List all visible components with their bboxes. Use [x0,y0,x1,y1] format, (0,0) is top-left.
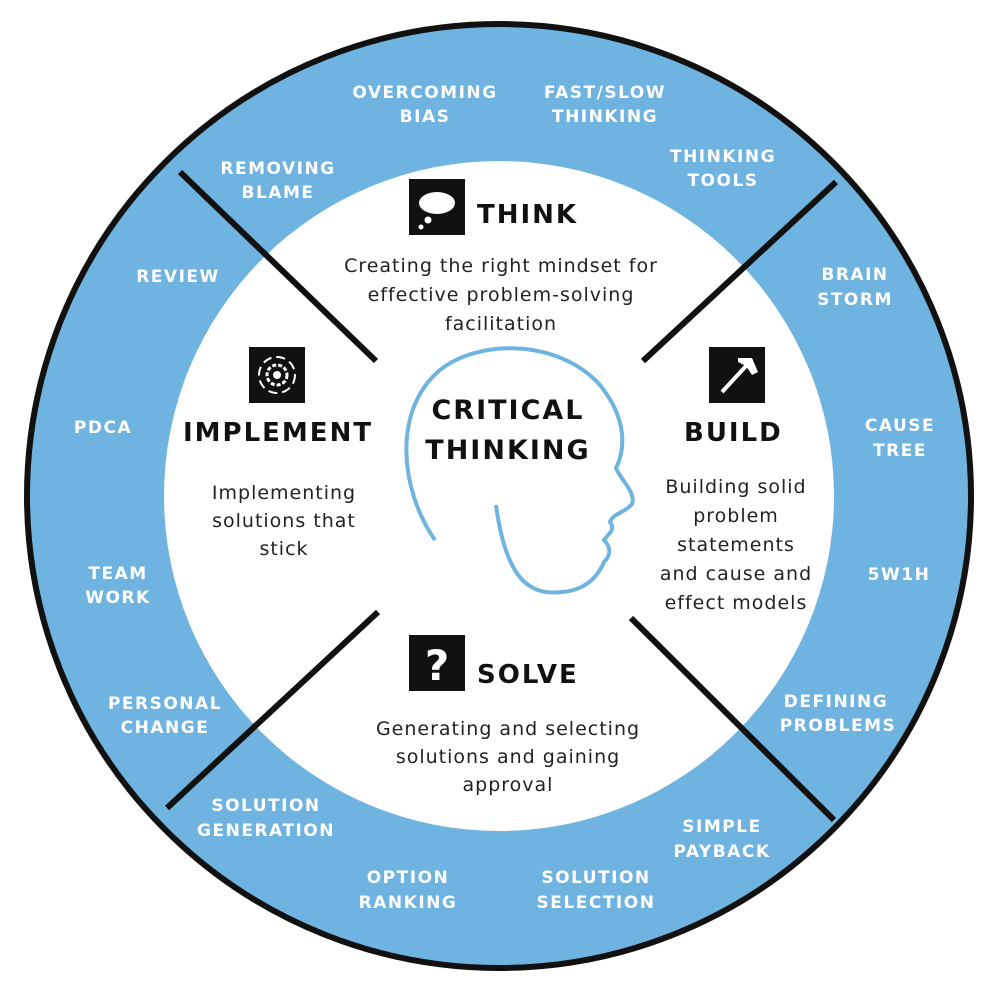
ring-item-removing-blame-line-1: REMOVING [220,159,335,179]
dividers [164,169,839,823]
build-desc-line-1: Building solid [665,476,806,498]
ring-item-solution-generation-line-1: SOLUTION [211,796,320,816]
implement-desc-line-3: stick [259,538,308,560]
ring-item-fast-slow-thinking-line-2: THINKING [552,107,658,127]
ring-item-thinking-tools-line-1: THINKING [670,147,776,167]
build-desc-line-3: statements [677,534,795,556]
implement-desc-line-1: Implementing [212,482,356,504]
divider-top-right [640,179,839,364]
inner-disc [164,161,834,831]
cycle-gear-icon [249,347,305,403]
center-title-line-2: THINKING [425,435,590,466]
svg-text:?: ? [425,641,449,690]
ring-item-cause-tree-line-1: CAUSE [865,416,935,436]
question-mark-icon: ? [409,635,465,691]
ring-item-brain-storm-line-2: STORM [817,290,893,310]
implement-desc-line-2: solutions that [212,510,356,532]
thought-bubble-icon [409,179,465,235]
solve-desc-line-1: Generating and selecting [376,718,640,740]
solve-title: SOLVE [477,660,579,690]
ring-item-solution-selection-line-1: SOLUTION [541,868,650,888]
center-title-line-1: CRITICAL [431,395,584,426]
ring-item-simple-payback-line-1: SIMPLE [682,817,761,837]
ring-item-fast-slow-thinking-line-1: FAST/SLOW [544,83,666,103]
ring-item-team-work-line-2: WORK [85,588,150,608]
ring-item-solution-selection-line-2: SELECTION [537,893,656,913]
ring-item-brain-storm-line-1: BRAIN [821,265,888,285]
ring-item-overcoming-bias-line-2: BIAS [400,107,451,127]
think-desc-line-1: Creating the right mindset for [344,255,658,277]
implement-section: IMPLEMENT Implementing solutions that st… [183,347,373,560]
think-title: THINK [477,200,578,230]
ring-item-thinking-tools-line-2: TOOLS [687,171,758,191]
solve-section: ? SOLVE Generating and selecting solutio… [376,635,640,796]
implement-title: IMPLEMENT [183,418,373,448]
solve-desc-line-2: solutions and gaining [396,746,620,768]
think-desc-line-2: effective problem-solving [368,284,635,306]
divider-bottom-left [164,609,381,811]
ring-item-personal-change-line-2: CHANGE [121,718,210,738]
solve-desc-line-3: approval [463,774,554,796]
build-desc-line-4: and cause and [660,563,812,585]
ring-item-cause-tree-line-2: TREE [873,441,927,461]
ring-item-solution-generation-line-2: GENERATION [197,821,335,841]
build-desc-line-5: effect models [665,592,808,614]
ring-item-personal-change-line-1: PERSONAL [108,694,222,714]
think-section: THINK Creating the right mindset for eff… [344,179,658,335]
hammer-icon [709,347,765,403]
ring-item-option-ranking-line-2: RANKING [359,893,458,913]
ring-item-overcoming-bias-line-1: OVERCOMING [352,83,497,103]
ring-item-review: REVIEW [136,267,220,287]
ring-items: REMOVING BLAME OVERCOMING BIAS FAST/SLOW… [74,83,935,913]
think-desc-line-3: facilitation [445,313,557,335]
ring-item-option-ranking-line-1: OPTION [367,868,450,888]
build-desc-line-2: problem [693,505,779,527]
build-title: BUILD [684,418,783,448]
ring-item-defining-problems-line-2: PROBLEMS [780,716,897,736]
ring-item-pdca: PDCA [74,418,132,438]
divider-top-left [177,169,379,364]
build-section: BUILD Building solid problem statements … [660,347,812,614]
head-silhouette [404,346,635,595]
ring-item-team-work-line-1: TEAM [88,564,147,584]
ring-item-defining-problems-line-1: DEFINING [784,692,888,712]
ring-item-5w1h: 5W1H [868,565,931,585]
ring-item-removing-blame-line-2: BLAME [242,183,315,203]
ring-item-simple-payback-line-2: PAYBACK [673,842,770,862]
divider-bottom-right [628,615,837,823]
